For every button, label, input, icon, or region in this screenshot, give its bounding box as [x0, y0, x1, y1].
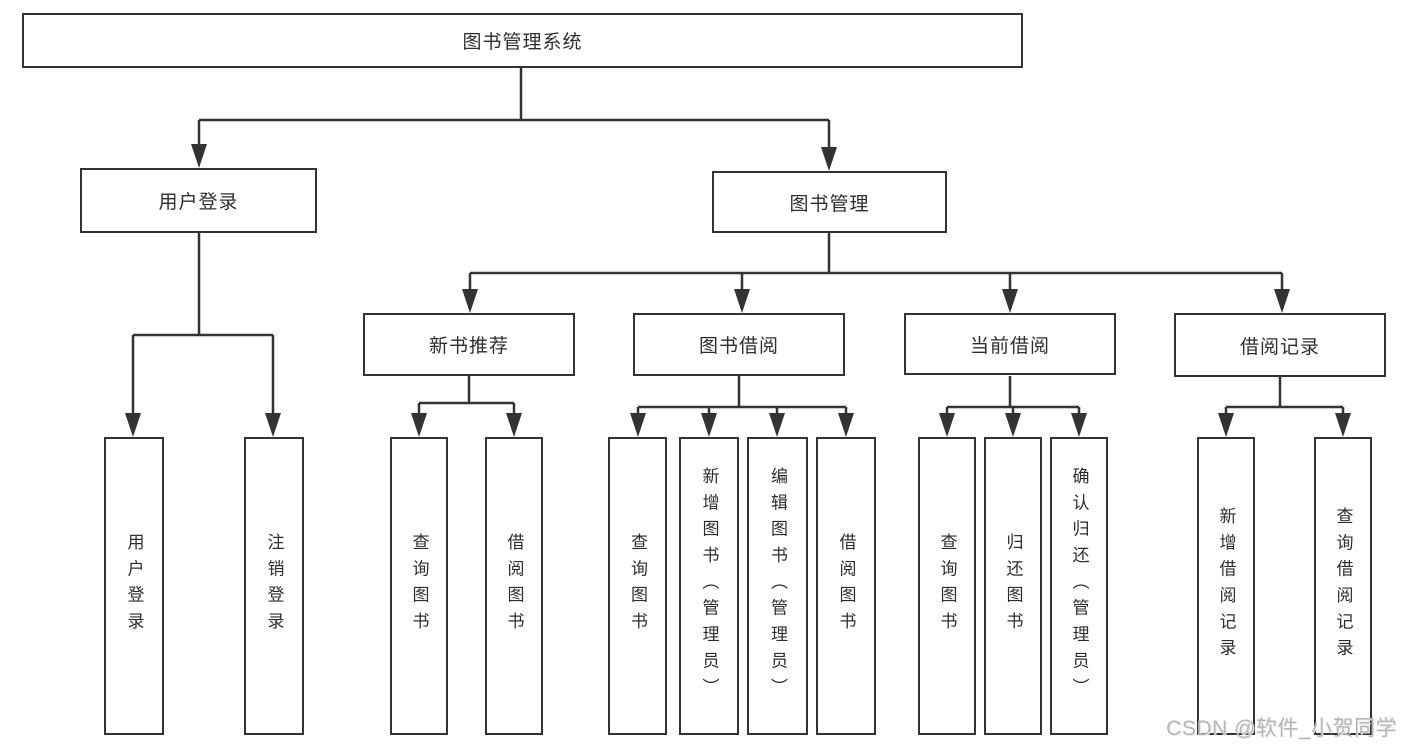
node-book-management: 图书管理: [712, 171, 947, 233]
leaf-user-login-label: 用户登录: [124, 533, 144, 639]
leaf-edit-books-admin: 编辑图书（管理员）: [747, 437, 808, 735]
leaf-logout-label: 注销登录: [264, 533, 284, 639]
node-book-borrowing: 图书借阅: [633, 313, 845, 376]
node-new-book-recommend: 新书推荐: [363, 313, 575, 376]
leaf-borrow-books-2-label: 借阅图书: [836, 533, 856, 639]
leaf-query-borrow-record-label: 查询借阅记录: [1333, 506, 1353, 666]
leaf-borrow-books-1-label: 借阅图书: [504, 533, 524, 639]
leaf-add-books-admin-label: 新增图书（管理员）: [699, 467, 719, 705]
leaf-edit-books-admin-label: 编辑图书（管理员）: [768, 467, 787, 705]
node-book-management-label: 图书管理: [789, 193, 870, 215]
connector-user-login-branch: [131, 233, 275, 426]
node-root: 图书管理系统: [22, 13, 1023, 68]
node-current-borrowing-label: 当前借阅: [969, 335, 1050, 357]
leaf-return-books-label: 归还图书: [1003, 533, 1023, 639]
leaf-borrow-books-2: 借阅图书: [816, 437, 876, 735]
node-new-book-recommend-label: 新书推荐: [428, 336, 509, 357]
leaf-user-login: 用户登录: [104, 437, 164, 735]
leaf-return-books: 归还图书: [984, 437, 1042, 735]
connector-borrow-record-branch: [1224, 377, 1345, 426]
leaf-query-books-3: 查询图书: [918, 437, 976, 735]
node-borrowing-records-label: 借阅记录: [1239, 336, 1320, 358]
leaf-query-books-3-label: 查询图书: [937, 533, 957, 639]
leaf-query-books-1-label: 查询图书: [409, 533, 429, 639]
leaf-logout: 注销登录: [244, 437, 304, 735]
connector-root-to-level2: [197, 68, 831, 154]
node-book-borrowing-label: 图书借阅: [698, 336, 779, 357]
leaf-add-borrow-record: 新增借阅记录: [1197, 437, 1255, 735]
leaf-add-borrow-record-label: 新增借阅记录: [1216, 506, 1236, 666]
leaf-add-books-admin: 新增图书（管理员）: [679, 437, 739, 735]
node-current-borrowing: 当前借阅: [904, 313, 1116, 375]
leaf-query-books-2: 查询图书: [608, 437, 667, 735]
leaf-borrow-books-1: 借阅图书: [485, 437, 543, 735]
node-user-login-label: 用户登录: [158, 192, 239, 213]
leaf-query-books-2-label: 查询图书: [628, 533, 647, 639]
leaf-query-books-1: 查询图书: [390, 437, 448, 735]
node-root-label: 图书管理系统: [462, 32, 583, 53]
connector-new-book-branch: [417, 376, 516, 426]
connector-book-borrow-branch: [636, 376, 848, 426]
node-user-login: 用户登录: [80, 168, 317, 233]
leaf-query-borrow-record: 查询借阅记录: [1314, 437, 1372, 735]
leaf-confirm-return-admin-label: 确认归还（管理员）: [1069, 467, 1089, 705]
leaf-confirm-return-admin: 确认归还（管理员）: [1050, 437, 1108, 735]
connector-book-mgmt-branch: [468, 233, 1284, 302]
node-borrowing-records: 借阅记录: [1174, 313, 1386, 377]
arrowheads: [125, 144, 1351, 437]
watermark: CSDN @软件_小贺同学: [1166, 717, 1397, 740]
